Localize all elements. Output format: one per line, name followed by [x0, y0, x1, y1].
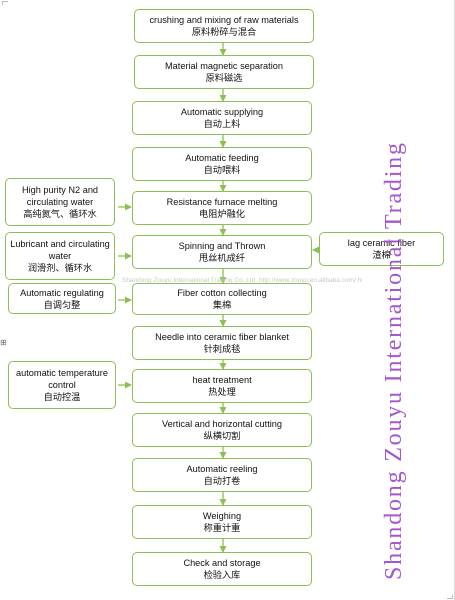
step-weighing: Weighing 称重计重 — [132, 505, 312, 539]
step-label-en: Automatic supplying — [180, 107, 264, 117]
input-label-cn: 渣棉 — [372, 250, 391, 260]
page-corner-mark — [2, 1, 8, 5]
step-label-cn: 电阻炉融化 — [199, 209, 245, 219]
step-automatic-reeling: Automatic reeling 自动打卷 — [132, 458, 312, 492]
step-label-en: crushing and mixing of raw materials — [149, 15, 299, 25]
input-label-en: lag ceramic fiber — [347, 238, 416, 248]
step-label-cn: 原料粉碎与混合 — [191, 27, 257, 37]
step-label-cn: 原料磁选 — [205, 73, 243, 83]
input-label-en: High purity N2 and circulating water — [21, 185, 99, 207]
step-label-en: Resistance furnace melting — [166, 197, 278, 207]
input-lubricant-water: Lubricant and circulating water 润滑剂、循环水 — [5, 232, 115, 280]
step-label-en: Fiber cotton collecting — [177, 288, 267, 298]
step-label-en: Spinning and Thrown — [178, 241, 266, 251]
step-label-cn: 自动上料 — [203, 119, 241, 129]
watermark: Shandong Zouyu International Trading — [381, 20, 407, 580]
step-label-en: heat treatment — [192, 375, 252, 385]
input-label-en: Lubricant and circulating water — [10, 239, 110, 261]
step-spinning-thrown: Spinning and Thrown 甩丝机成纤 — [132, 235, 312, 269]
step-label-cn: 集棉 — [212, 300, 232, 310]
step-check-storage: Check and storage 检验入库 — [132, 552, 312, 586]
step-label-en: Needle into ceramic fiber blanket — [155, 332, 289, 342]
step-label-cn: 检验入库 — [203, 570, 241, 580]
step-label-en: Vertical and horizontal cutting — [161, 419, 283, 429]
step-crushing-mixing: crushing and mixing of raw materials 原料粉… — [134, 9, 314, 43]
step-label-cn: 自动打卷 — [203, 476, 241, 486]
input-label-cn: 高纯氮气、循环水 — [23, 209, 97, 219]
step-heat-treatment: heat treatment 热处理 — [132, 369, 312, 403]
input-label-en: Automatic regulating — [20, 287, 104, 298]
step-fiber-cotton-collecting: Fiber cotton collecting 集棉 — [132, 283, 312, 315]
input-label-en: automatic temperature control — [16, 368, 108, 390]
step-label-en: Material magnetic separation — [165, 61, 283, 71]
step-label-cn: 称重计重 — [203, 523, 241, 533]
faint-company-text: Shandong Zouyu International Trading Co.… — [122, 277, 362, 284]
step-label-cn: 针刺成毯 — [203, 344, 241, 354]
input-label-cn: 自动控温 — [43, 392, 81, 402]
step-needle-blanket: Needle into ceramic fiber blanket 针刺成毯 — [132, 326, 312, 360]
input-label-cn: 润滑剂、循环水 — [27, 263, 93, 273]
step-label-en: Automatic feeding — [185, 153, 259, 163]
step-label-cn: 热处理 — [208, 387, 236, 397]
step-label-en: Automatic reeling — [186, 464, 258, 474]
step-label-en: Weighing — [202, 511, 242, 521]
input-nitrogen-water: High purity N2 and circulating water 高纯氮… — [5, 178, 115, 226]
step-label-cn: 自动喂料 — [203, 165, 241, 175]
input-label-cn: 自调匀整 — [43, 299, 81, 310]
step-label-cn: 甩丝机成纤 — [199, 253, 245, 263]
input-temperature-control: automatic temperature control 自动控温 — [8, 361, 116, 409]
step-label-cn: 纵横切割 — [203, 431, 241, 441]
watermark-text: Shandong Zouyu International Trading — [381, 141, 407, 580]
step-label-en: Check and storage — [183, 558, 261, 568]
step-magnetic-separation: Material magnetic separation 原料磁选 — [134, 55, 314, 89]
step-resistance-furnace: Resistance furnace melting 电阻炉融化 — [132, 191, 312, 225]
input-lag-ceramic-fiber: lag ceramic fiber 渣棉 — [319, 232, 444, 266]
input-automatic-regulating: Automatic regulating 自调匀整 — [8, 283, 116, 314]
step-cutting: Vertical and horizontal cutting 纵横切割 — [132, 413, 312, 447]
step-automatic-supplying: Automatic supplying 自动上料 — [132, 101, 312, 135]
anchor-icon: ⊞ — [0, 338, 7, 347]
page-corner-mark — [447, 595, 453, 599]
step-automatic-feeding: Automatic feeding 自动喂料 — [132, 147, 312, 181]
